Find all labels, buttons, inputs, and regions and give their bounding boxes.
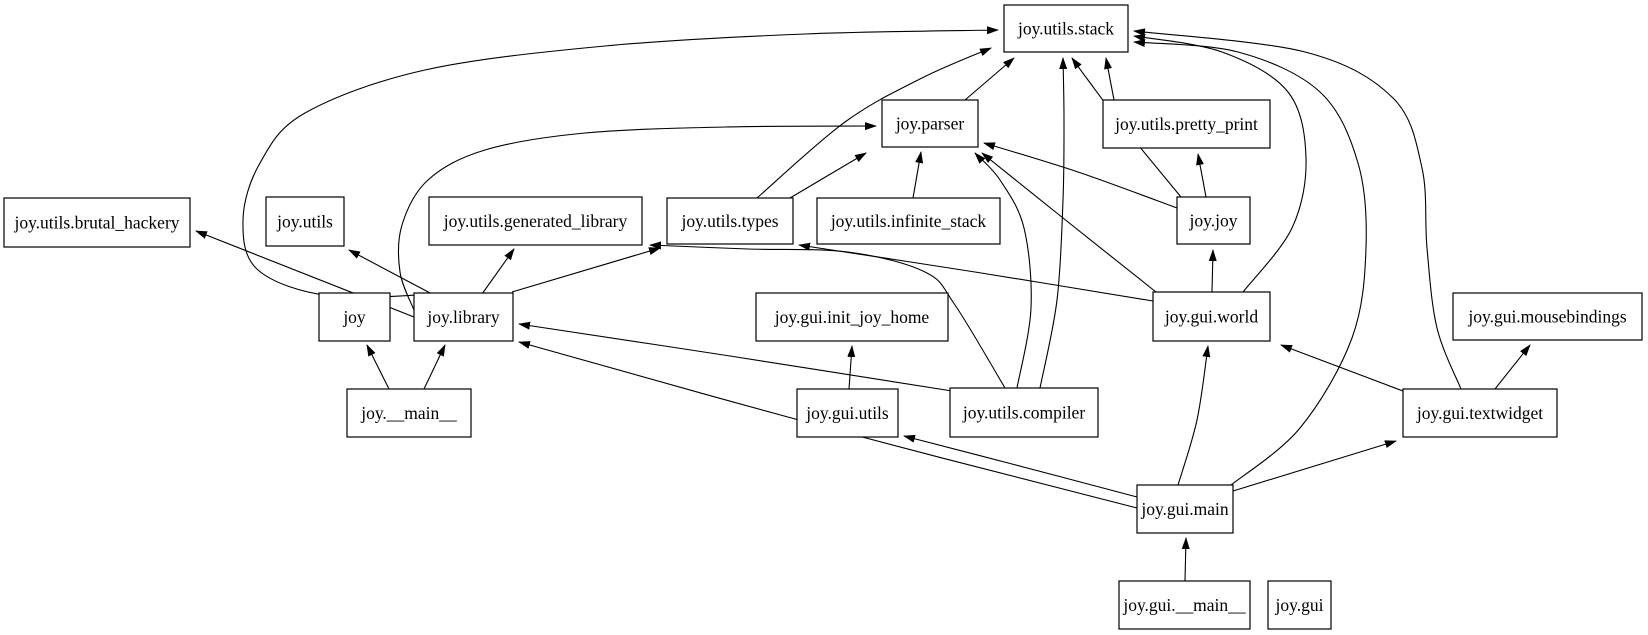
edge-joy-library-to-joy-parser (397, 122, 877, 311)
joy-gui-mousebindings-label: joy.gui.mousebindings (1467, 307, 1627, 327)
edge-joy-library-to-joy-utils (348, 249, 433, 295)
node-joy-utils-generated-library: joy.utils.generated_library (428, 196, 643, 246)
joy-gui-world-box (1152, 291, 1271, 342)
node-joy-utils-infinite-stack: joy.utils.infinite_stack (816, 197, 1001, 245)
joy-gui-main-box (1136, 484, 1234, 534)
joy-library-box (413, 292, 514, 342)
node-joy-utils-compiler: joy.utils.compiler (949, 387, 1099, 438)
node-joy-utils-stack: joy.utils.stack (1003, 4, 1129, 53)
joy-main-label: joy.__main__ (360, 403, 457, 423)
joy-utils-types-box (666, 197, 794, 245)
edge-joy-utils-compiler-to-joy-library (518, 321, 953, 392)
edge-joy-gui-main-to-joy-gui-main (1181, 537, 1190, 582)
edge-joy-gui-main-to-joy-gui-textwidget (1232, 440, 1397, 492)
node-joy-utils-pretty-print: joy.utils.pretty_print (1102, 99, 1271, 149)
edge-joy-gui-main-to-joy-gui-world (1177, 345, 1211, 486)
node-joy-gui-utils: joy.gui.utils (796, 388, 899, 438)
edge-joy-utils-types-to-joy-utils-stack (756, 47, 992, 199)
node-joy: joy (318, 292, 391, 342)
joy-utils-brutal-hackery-label: joy.utils.brutal_hackery (13, 213, 179, 233)
edge-joy-gui-world-to-joy-utils-stack (1133, 34, 1307, 293)
edge-joy-utils-pretty-print-to-joy-utils-stack (1104, 57, 1115, 101)
joy-utils-compiler-label: joy.utils.compiler (962, 403, 1085, 423)
joy-joy-label: joy.joy (1189, 211, 1238, 231)
node-joy-parser: joy.parser (881, 99, 979, 148)
edge-joy-library-to-joy-utils-stack (242, 26, 999, 298)
edge-joy-library-to-joy-utils-generated-library (481, 248, 515, 295)
joy-utils-pretty-print-label: joy.utils.pretty_print (1114, 114, 1258, 134)
edge-joy-library-to-joy-utils-types (511, 247, 661, 293)
node-joy-utils-brutal-hackery: joy.utils.brutal_hackery (3, 197, 191, 248)
edge-joy-utils-compiler-to-joy-parser (974, 152, 1032, 389)
joy-gui-init-joy-home-box (755, 292, 949, 342)
joy-gui-utils-box (796, 388, 899, 438)
joy-gui-init-joy-home-label: joy.gui.init_joy_home (774, 307, 930, 327)
joy-utils-brutal-hackery-box (3, 197, 191, 248)
joy-utils-compiler-box (949, 387, 1099, 438)
edge-joy-main-to-joy (366, 344, 390, 390)
edge-joy-utils-compiler-to-joy-utils-stack (1039, 57, 1068, 389)
joy-parser-box (881, 99, 979, 148)
edge-joy-gui-main-to-joy-gui-utils (903, 434, 1138, 498)
node-joy-gui-world: joy.gui.world (1152, 291, 1271, 342)
node-joy-gui: joy.gui (1267, 580, 1332, 630)
node-joy-gui-init-joy-home: joy.gui.init_joy_home (755, 292, 949, 342)
joy-gui-main-label: joy.gui.__main__ (1122, 595, 1246, 615)
edge-joy-gui-textwidget-to-joy-gui-mousebindings (1494, 344, 1531, 390)
joy-utils-stack-box (1003, 4, 1129, 53)
edge-joy-gui-main-to-joy-utils-stack (1133, 39, 1367, 486)
node-joy-joy: joy.joy (1176, 196, 1251, 245)
edge-joy-main-to-joy-library (423, 344, 446, 390)
joy-utils-generated-library-label: joy.utils.generated_library (443, 211, 628, 231)
edge-joy-utils-compiler-to-joy-utils-generated-library (649, 241, 1006, 389)
edges-layer (195, 26, 1531, 582)
joy-gui-box (1267, 580, 1332, 630)
edge-joy-utils-types-to-joy-parser (789, 152, 867, 199)
joy-gui-mousebindings-box (1452, 292, 1643, 341)
joy-gui-label: joy.gui (1275, 595, 1324, 615)
edge-joy-gui-utils-to-joy-gui-init-joy-home (847, 345, 856, 390)
joy-gui-main-label: joy.gui.main (1140, 499, 1229, 519)
joy-utils-types-label: joy.utils.types (680, 211, 778, 231)
joy-gui-world-label: joy.gui.world (1164, 307, 1258, 327)
edge-joy-joy-to-joy-utils-pretty-print (1196, 153, 1207, 198)
joy-box (318, 292, 391, 342)
joy-gui-textwidget-label: joy.gui.textwidget (1416, 403, 1543, 423)
node-joy-main: joy.__main__ (346, 388, 472, 438)
node-joy-utils: joy.utils (265, 196, 345, 247)
joy-joy-box (1176, 196, 1251, 245)
edge-joy-joy-to-joy-parser (983, 142, 1178, 209)
joy-parser-label: joy.parser (895, 114, 965, 134)
node-joy-gui-main: joy.gui.main (1136, 484, 1234, 534)
edge-joy-gui-textwidget-to-joy-gui-world (1280, 344, 1404, 392)
node-joy-library: joy.library (413, 292, 514, 342)
nodes-layer: joy.utils.stack joy.parser joy.utils.prett… (3, 4, 1643, 630)
joy-gui-utils-label: joy.gui.utils (805, 403, 889, 423)
joy-utils-generated-library-box (428, 196, 643, 246)
joy-utils-stack-label: joy.utils.stack (1017, 19, 1114, 39)
edge-joy-parser-to-joy-utils-stack (964, 57, 1015, 101)
node-joy-gui-textwidget: joy.gui.textwidget (1402, 388, 1558, 438)
joy-gui-textwidget-box (1402, 388, 1558, 438)
joy-main-box (346, 388, 472, 438)
node-joy-utils-types: joy.utils.types (666, 197, 794, 245)
joy-utils-infinite-stack-label: joy.utils.infinite_stack (830, 211, 987, 231)
node-joy-gui-mousebindings: joy.gui.mousebindings (1452, 292, 1643, 341)
joy-utils-pretty-print-box (1102, 99, 1271, 149)
edge-joy-gui-textwidget-to-joy-utils-stack (1133, 28, 1462, 390)
edge-joy-gui-world-to-joy-joy (1208, 249, 1217, 293)
joy-utils-infinite-stack-box (816, 197, 1001, 245)
joy-utils-box (265, 196, 345, 247)
joy-label: joy (342, 307, 366, 327)
edge-joy-gui-world-to-joy-parser (981, 152, 1157, 293)
node-joy-gui-main: joy.gui.__main__ (1118, 580, 1251, 630)
joy-library-label: joy.library (426, 307, 499, 327)
edge-joy-utils-infinite-stack-to-joy-parser (912, 151, 924, 199)
joy-gui-main-box (1118, 580, 1251, 630)
joy-utils-label: joy.utils (276, 212, 333, 232)
